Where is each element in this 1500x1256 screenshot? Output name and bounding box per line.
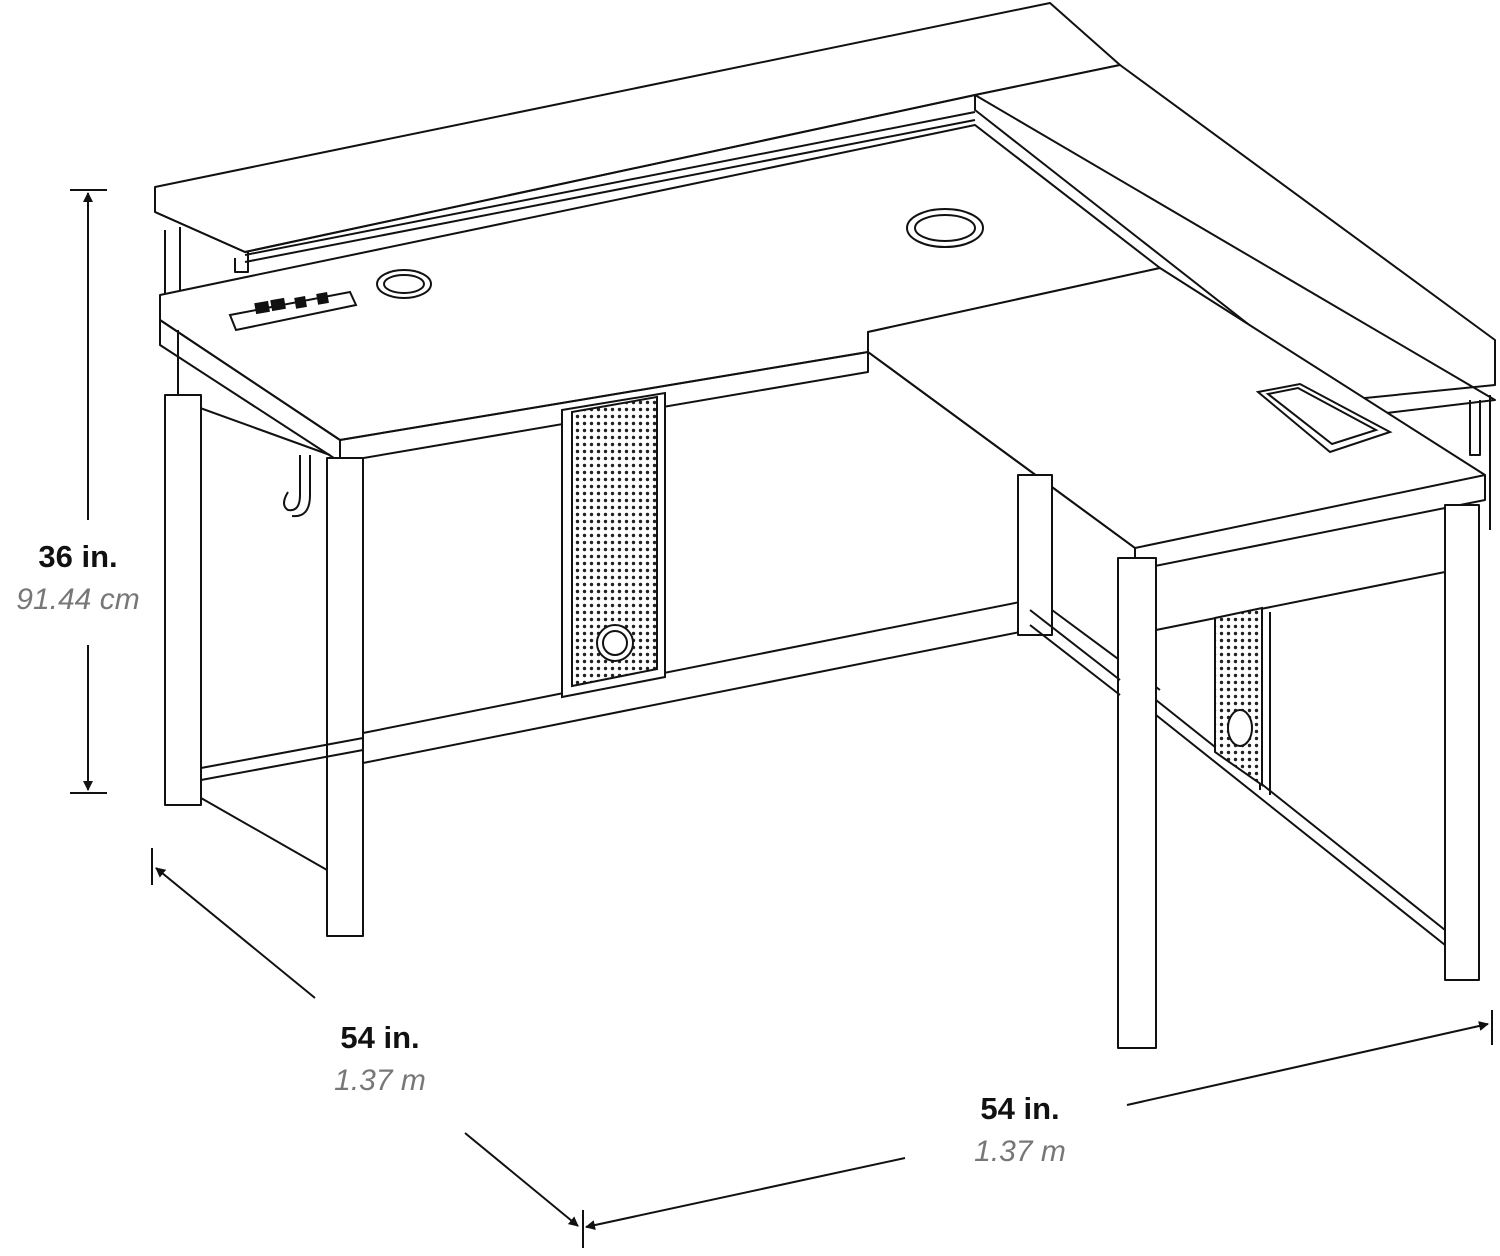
headphone-hook-icon <box>283 455 311 518</box>
leg-front-left <box>326 457 364 937</box>
width-dimension: 54 in. 1.37 m <box>940 1093 1100 1167</box>
cable-grommet-icon <box>906 208 1393 454</box>
desk-outline <box>154 2 1496 1049</box>
pegboard-panel-icon <box>561 391 1263 787</box>
depth-imperial: 54 in. <box>340 1020 420 1055</box>
leg-far-right <box>1444 504 1480 981</box>
desktop-return <box>867 267 1486 549</box>
width-imperial: 54 in. <box>980 1091 1060 1126</box>
wireless-charger-icon <box>376 269 432 299</box>
outlet-strip-icon <box>228 290 358 332</box>
depth-metric: 1.37 m <box>334 1064 426 1097</box>
height-metric: 91.44 cm <box>16 583 140 616</box>
width-metric: 1.37 m <box>974 1135 1066 1168</box>
leg-back-right <box>1017 474 1053 636</box>
dimension-lines <box>70 189 1493 1248</box>
depth-dimension: 54 in. 1.37 m <box>300 1022 460 1096</box>
leg-front-right <box>1117 557 1157 1049</box>
height-dimension: 36 in. 91.44 cm <box>0 541 168 615</box>
height-imperial: 36 in. <box>38 539 118 574</box>
leg-back-left <box>164 394 202 806</box>
